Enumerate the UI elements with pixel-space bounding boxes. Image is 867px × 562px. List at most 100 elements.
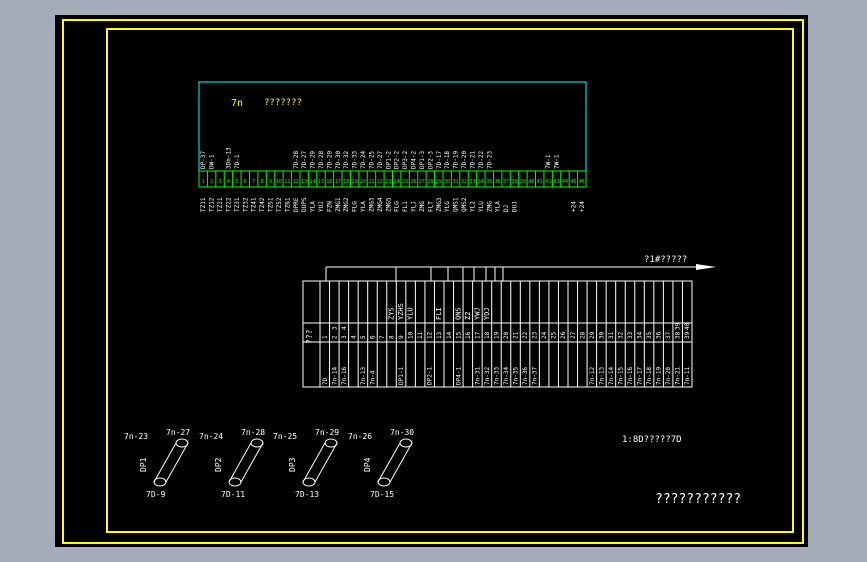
terminal-number: 21 [368, 179, 374, 185]
terminal-number: 15 [318, 179, 324, 185]
terminal-bottom-label: ZMG4 [377, 197, 384, 212]
terminal-top-label: 7D-22 [478, 151, 485, 169]
terminal-number: 37 [503, 179, 509, 185]
connector-label: ?1#????? [644, 255, 687, 265]
table-number: 8 [389, 335, 396, 339]
table-number: 14 [446, 331, 453, 339]
table-bottom-label: 7n-19 [656, 367, 663, 385]
terminal-number: 27 [419, 179, 425, 185]
terminal-number: 35 [486, 179, 492, 185]
terminal-bottom-label: YUJ [318, 201, 325, 212]
terminal-number: 20 [360, 179, 366, 185]
terminal-top-label: 7W-1 [545, 154, 552, 169]
terminal-top-label: 7D-25 [368, 151, 375, 169]
terminal-bottom-label: TZ52 [276, 197, 283, 212]
table-number: 22 [522, 331, 529, 339]
terminal-bottom-label: YLA [360, 201, 367, 212]
terminal-number: 46 [579, 179, 585, 185]
table-top-label: Z2 [464, 312, 472, 320]
terminal-bottom-label: +24 [570, 201, 577, 212]
table-number: 28 [579, 331, 586, 339]
table-bottom-label: 7n-37 [532, 367, 539, 385]
table-number: 31 [608, 331, 615, 339]
terminal-number: 16 [326, 179, 332, 185]
table-bottom-label: 7n-16 [627, 367, 634, 385]
terminal-bottom-label: YL2 [469, 201, 476, 212]
terminal-number: 38 [511, 179, 517, 185]
terminal-top-label: 7D-1 [234, 154, 241, 169]
terminal-bottom-label: YLJ [411, 201, 418, 212]
table-number: 27 [570, 331, 577, 339]
terminal-bottom-label: TZ21 [217, 197, 224, 212]
table-number: 3 [341, 335, 348, 339]
connector-lines [325, 264, 716, 281]
component-terminal-bottom: 7D-11 [221, 490, 245, 499]
table-bottom-label: 7n-31 [474, 367, 481, 385]
component-terminal-bottom: 7D-15 [370, 490, 394, 499]
terminal-top-label: 7D-33 [352, 151, 359, 169]
table-bottom-label: 7n-33 [493, 367, 500, 385]
component-terminal-right: 7n-28 [241, 428, 265, 437]
table-number: 33 [627, 331, 634, 339]
terminal-number: 1 [202, 179, 205, 185]
terminal-bottom-label: TZ51 [268, 197, 275, 212]
terminal-bottom-label: ZMG [486, 201, 493, 212]
component-terminal-left: 7n-25 [273, 432, 297, 441]
terminal-bottom-label: TZ42 [259, 197, 266, 212]
terminal-number: 24 [394, 179, 400, 185]
table-subnumber: 40 [684, 322, 691, 330]
table-bottom-label: 7n-20 [665, 367, 672, 385]
terminal-bottom-label: TZ61 [284, 197, 291, 212]
terminal-number: 3 [219, 179, 222, 185]
title-block-text: ??????????? [655, 492, 741, 507]
terminal-number: 7 [252, 179, 255, 185]
table-bottom-label: 7n-15 [617, 367, 624, 385]
terminal-number: 18 [343, 179, 349, 185]
table-top-label: ZYS [388, 307, 396, 320]
table-top-label: QNS [454, 307, 462, 320]
table-bottom-label: 7n-17 [637, 367, 644, 385]
terminal-top-label: 7D-32 [343, 151, 350, 169]
table-bottom-label: 7D [322, 377, 329, 385]
terminal-number: 26 [411, 179, 417, 185]
terminal-top-label: DW-1 [209, 154, 216, 169]
terminal-number: 12 [293, 179, 299, 185]
terminal-top-label: 7D-28 [293, 151, 300, 169]
table-number: 5 [360, 335, 367, 339]
terminal-number: 4 [227, 179, 230, 185]
component-terminal-right: 7n-29 [315, 428, 339, 437]
table-number: 4 [350, 335, 357, 339]
table-number: 37 [665, 331, 672, 339]
terminal-top-label: 7D-27 [301, 151, 308, 169]
terminal-number: 31 [453, 179, 459, 185]
panel-title-right: ??????? [264, 98, 302, 108]
terminal-number: 23 [385, 179, 391, 185]
table-number: 35 [646, 331, 653, 339]
terminal-number: 43 [554, 179, 560, 185]
terminal-bottom-label: ZMG5 [385, 197, 392, 212]
table-number: 32 [617, 331, 624, 339]
terminal-top-label: 7D-29 [326, 151, 333, 169]
terminal-bottom-label: TZ22 [225, 197, 232, 212]
component-name: DP1 [139, 457, 148, 472]
terminal-bottom-label: +24 [579, 201, 586, 212]
terminal-number: 2 [210, 179, 213, 185]
terminal-top-label: DP4-2 [411, 151, 418, 169]
terminal-bottom-label: YLG [444, 201, 451, 212]
table-number: 25 [551, 331, 558, 339]
terminal-number: 41 [537, 179, 543, 185]
component-name: DP3 [288, 457, 297, 472]
terminal-number: 13 [301, 179, 307, 185]
table-number: 18 [484, 331, 491, 339]
terminal-top-label: DP3-2 [402, 151, 409, 169]
inner-frame [106, 28, 794, 533]
terminal-bottom-label: TZ41 [251, 197, 258, 212]
table-row-label: ??? [305, 329, 314, 344]
terminal-top-label: 7D-19 [453, 151, 460, 169]
component-terminal-bottom: 7D-13 [295, 490, 319, 499]
terminal-number: 36 [495, 179, 501, 185]
terminal-number: 28 [427, 179, 433, 185]
table-subnumber: 3 [331, 326, 338, 330]
terminal-top-label: DP-37 [200, 151, 207, 169]
table-subnumber: 39 [675, 322, 682, 330]
